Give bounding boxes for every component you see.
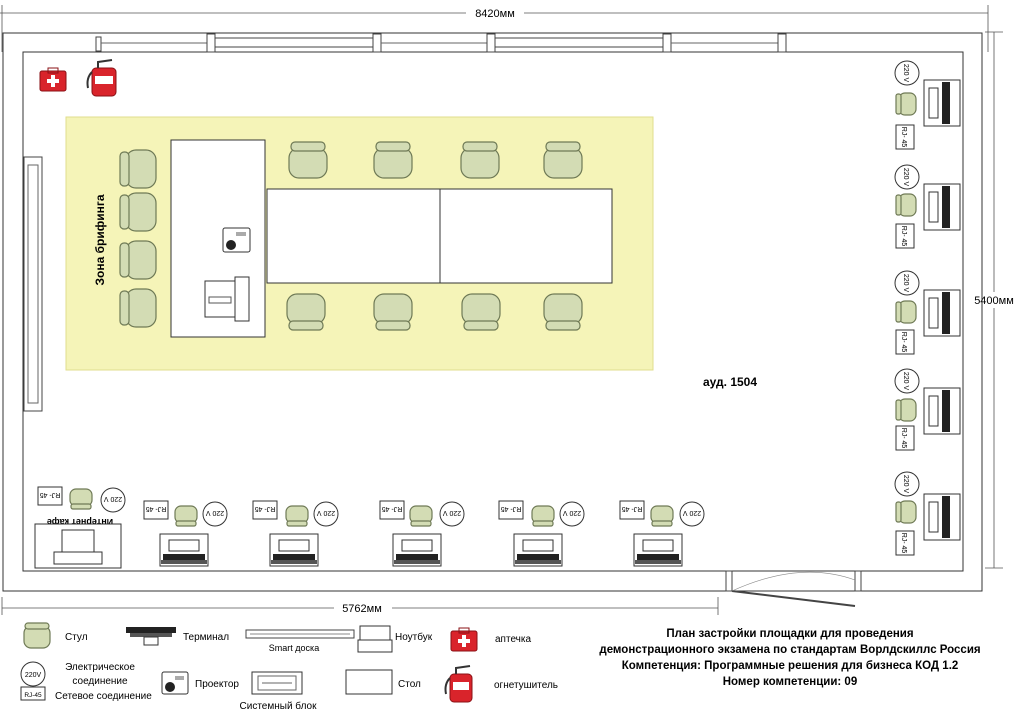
- legend-system-unit-icon: [251, 671, 303, 695]
- legend-first-aid-label: аптечка: [495, 634, 531, 645]
- door: [725, 570, 862, 607]
- right-workstations: 220 V RJ- 45 220 V RJ- 45 220 V RJ- 45 2…: [894, 60, 961, 556]
- legend-chair-label: Стул: [65, 632, 88, 643]
- svg-text:RJ- 45: RJ- 45: [900, 226, 907, 247]
- svg-text:RJ- 45: RJ- 45: [40, 491, 61, 498]
- svg-text:RJ- 45: RJ- 45: [146, 505, 167, 512]
- dimension-bottom: 5762мм: [1, 597, 719, 616]
- svg-text:RJ-45: RJ-45: [24, 692, 42, 699]
- svg-text:220 V: 220 V: [206, 509, 225, 516]
- fire-extinguisher-icon: [86, 59, 117, 97]
- windows: [95, 33, 787, 53]
- svg-text:RJ- 45: RJ- 45: [900, 533, 907, 554]
- dimension-top: 8420мм: [0, 4, 989, 52]
- legend: Стул Терминал Smart доска Ноутбук аптечк…: [20, 622, 558, 712]
- legend-projector-icon: [161, 671, 189, 695]
- legend-socket-icon: 220V: [20, 661, 46, 687]
- room-number: ауд. 1504: [703, 375, 757, 389]
- svg-text:RJ- 45: RJ- 45: [900, 428, 907, 449]
- legend-first-aid-icon: [450, 627, 478, 652]
- bottom-workstations: RJ- 45 220 V RJ- 45 220 V RJ- 45 220 V R…: [143, 500, 705, 567]
- legend-laptop-label: Ноутбук: [395, 631, 433, 643]
- dimension-right: 5400мм: [967, 31, 1021, 569]
- svg-text:RJ- 45: RJ- 45: [900, 127, 907, 148]
- first-aid-icon: [39, 67, 67, 92]
- projector: [222, 227, 251, 253]
- svg-text:220 V: 220 V: [902, 274, 909, 293]
- svg-text:220 V: 220 V: [443, 509, 462, 516]
- svg-text:220V: 220V: [25, 672, 42, 679]
- legend-terminal-icon: [126, 627, 176, 646]
- briefing-zone-label: Зона брифинга: [93, 194, 107, 285]
- svg-text:RJ- 45: RJ- 45: [255, 505, 276, 512]
- legend-table-icon: [345, 669, 393, 695]
- legend-extinguisher-icon: [444, 665, 473, 703]
- svg-text:RJ- 45: RJ- 45: [501, 505, 522, 512]
- legend-system-unit-label: Системный блок: [240, 700, 318, 712]
- legend-network-icon: RJ-45: [20, 686, 46, 701]
- dimension-right-label: 5400мм: [974, 295, 1014, 307]
- legend-network-label: Сетевое соединение: [55, 691, 152, 702]
- legend-smartboard-label: Smart доска: [269, 643, 319, 653]
- laptop: [204, 276, 250, 322]
- internet-cafe: RJ- 45 220 V Интернет кафе: [34, 486, 126, 569]
- conference-table-2: [439, 188, 613, 284]
- internet-cafe-label: Интернет кафе: [47, 517, 113, 527]
- svg-text:220 V: 220 V: [683, 509, 702, 516]
- legend-electric-label-1: Электрическое: [65, 662, 135, 673]
- svg-text:220 V: 220 V: [902, 372, 909, 391]
- legend-terminal-label: Терминал: [183, 632, 229, 643]
- svg-text:RJ- 45: RJ- 45: [900, 332, 907, 353]
- title-line-1: План застройки площадки для проведения: [666, 628, 914, 640]
- svg-text:220 V: 220 V: [902, 168, 909, 187]
- title-line-2: демонстрационного экзамена по стандартам…: [599, 644, 981, 656]
- svg-text:220 V: 220 V: [902, 64, 909, 83]
- legend-smartboard-icon: [245, 629, 355, 639]
- svg-text:RJ- 45: RJ- 45: [622, 505, 643, 512]
- title-block: План застройки площадки для проведения д…: [560, 626, 1020, 690]
- legend-projector-label: Проектор: [195, 679, 239, 690]
- svg-text:220 V: 220 V: [104, 495, 123, 502]
- title-line-4: Номер компетенции: 09: [722, 676, 858, 688]
- legend-laptop-icon: [357, 625, 393, 653]
- title-line-3: Компетенция: Программные решения для биз…: [621, 660, 959, 672]
- legend-chair-icon: [23, 622, 51, 649]
- legend-table-label: Стол: [398, 679, 421, 690]
- dimension-top-label: 8420мм: [475, 8, 515, 20]
- svg-text:RJ- 45: RJ- 45: [382, 505, 403, 512]
- svg-text:220 V: 220 V: [902, 475, 909, 494]
- svg-text:220 V: 220 V: [317, 509, 336, 516]
- smart-board: [23, 156, 43, 412]
- svg-text:220 V: 220 V: [563, 509, 582, 516]
- conference-table-1: [266, 188, 441, 284]
- legend-extinguisher-label: огнетушитель: [494, 680, 558, 691]
- legend-electric-label-2: соединение: [72, 676, 128, 687]
- dimension-bottom-label: 5762мм: [342, 603, 382, 615]
